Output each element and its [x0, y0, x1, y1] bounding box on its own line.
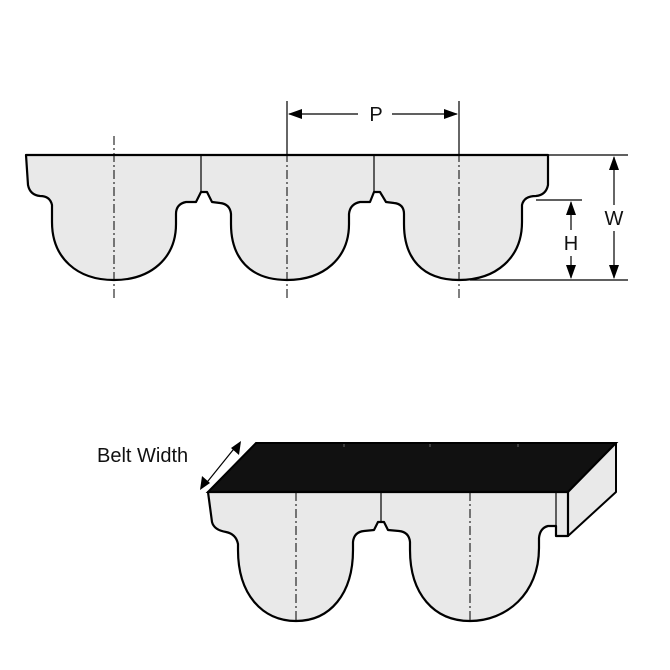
h-arrow-top — [566, 201, 576, 215]
h-arrow-bottom — [566, 265, 576, 279]
belt-width-label: Belt Width — [97, 445, 188, 467]
belt-width-dimension-line — [203, 444, 238, 487]
h-label-bg — [561, 230, 581, 256]
belt-width-arrow-upper — [231, 441, 241, 455]
w-arrow-top — [609, 156, 619, 170]
belt-front-profile — [206, 490, 570, 623]
pitch-arrow-left — [288, 109, 302, 119]
pitch-arrow-right — [444, 109, 458, 119]
belt-side-profile: P W H — [24, 101, 628, 300]
belt-width-arrow-lower — [200, 476, 210, 490]
w-label-bg — [603, 205, 625, 231]
belt-3d-view: Belt Width — [97, 441, 619, 623]
belt-top-surface — [205, 442, 619, 493]
w-label: W — [605, 208, 624, 230]
h-label: H — [564, 233, 578, 255]
w-arrow-bottom — [609, 265, 619, 279]
pitch-label: P — [369, 104, 382, 126]
